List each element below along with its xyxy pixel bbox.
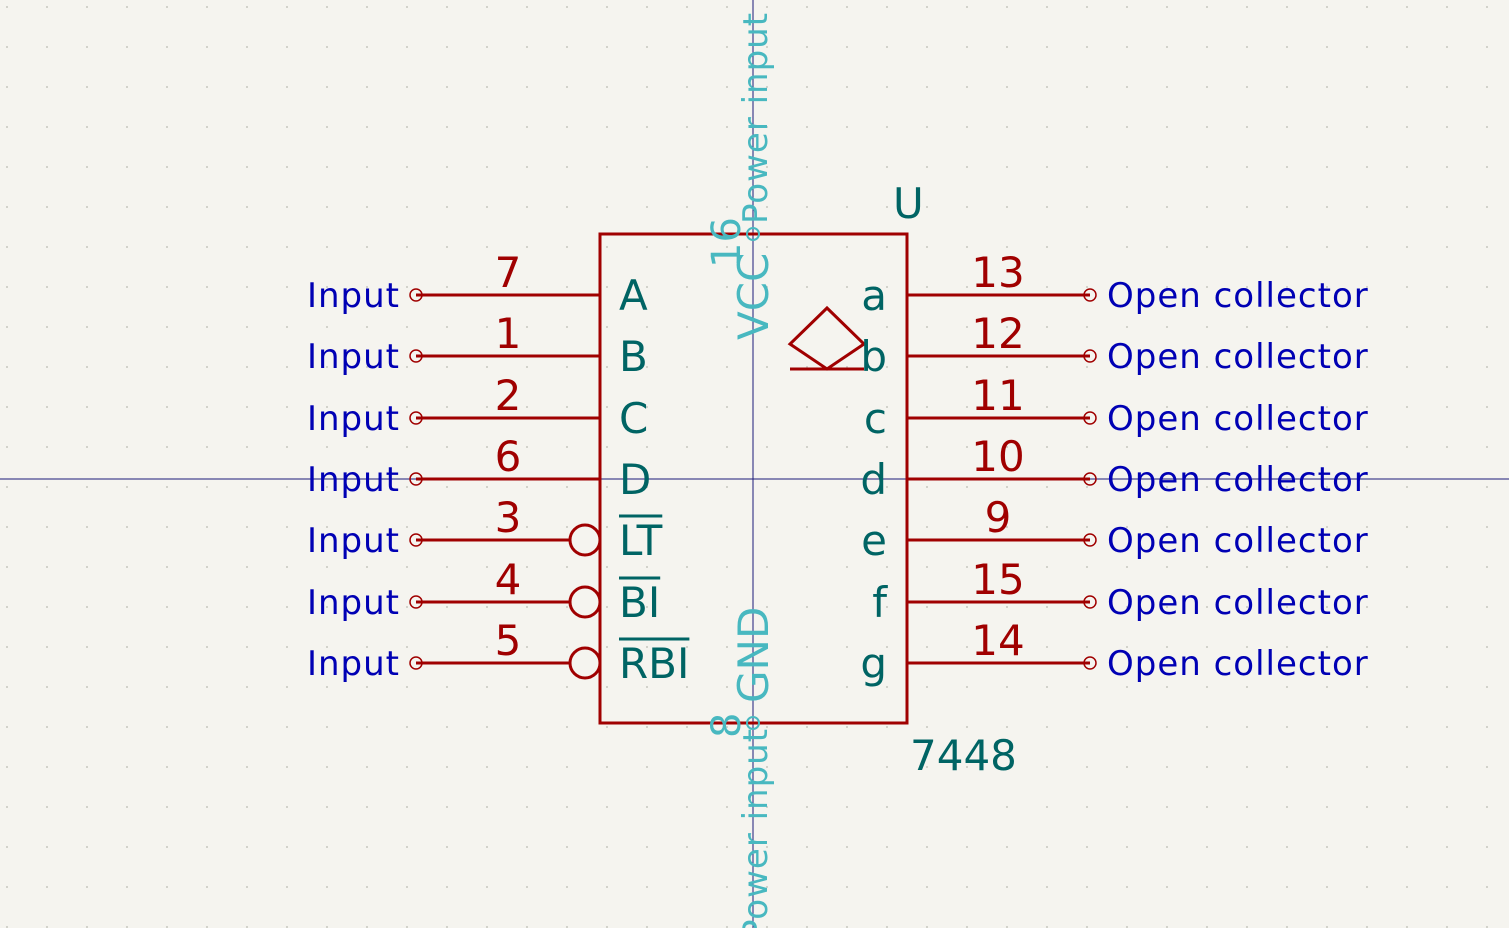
left-pin-group: 7 A Input 1 B Input 2 C Input 6 D Input 3 LT Input 4 BI I… [307,248,690,688]
pin-number: 9 [985,493,1012,542]
power-pin-top-name: VCC [729,253,778,340]
power-pin-bottom[interactable]: GND 8 Power input [704,607,778,928]
pin-number: 4 [495,555,522,604]
pin-lt[interactable]: 3 LT Input [307,493,663,565]
pin-name: f [872,578,888,627]
pin-b[interactable]: 1 B Input [307,309,648,381]
pin-connection-point[interactable] [409,472,423,486]
pin-name: A [619,271,648,320]
pin-connection-point[interactable] [1083,288,1097,302]
power-pin-top-number: 16 [704,217,750,268]
pin-electrical-type: Input [307,337,400,377]
pin-name: LT [619,516,663,565]
pin-b[interactable]: 12 b Open collector [860,309,1368,381]
pin-name: g [860,639,887,688]
component-reference[interactable]: U [893,179,924,228]
pin-name: a [861,271,887,320]
pin-number: 10 [971,432,1024,481]
pin-name: B [619,332,648,381]
power-pin-top[interactable]: VCC 16 Power input [704,12,778,340]
pin-a[interactable]: 7 A Input [307,248,648,320]
pin-number: 13 [971,248,1024,297]
pin-number: 7 [495,248,522,297]
pin-number: 2 [495,371,522,420]
pin-electrical-type: Input [307,276,400,316]
pin-electrical-type: Input [307,460,400,500]
pin-name: d [860,455,887,504]
pin-name: D [619,455,651,504]
pin-name: c [864,394,887,443]
pin-number: 15 [971,555,1024,604]
pin-g[interactable]: 14 g Open collector [860,616,1368,688]
inversion-bubble-icon [568,523,602,557]
pin-name: C [619,394,648,443]
pin-d[interactable]: 6 D Input [307,432,651,504]
power-pin-bottom-name: GND [729,607,778,703]
pin-connection-point[interactable] [1083,472,1097,486]
pin-connection-point[interactable] [409,288,423,302]
pin-electrical-type: Open collector [1107,276,1369,316]
pin-connection-point[interactable] [409,656,423,670]
pin-connection-point[interactable] [409,533,423,547]
pin-d[interactable]: 10 d Open collector [860,432,1368,504]
open-collector-icon [787,305,867,371]
pin-a[interactable]: 13 a Open collector [861,248,1368,320]
pin-connection-point[interactable] [409,349,423,363]
pin-number: 14 [971,616,1024,665]
component-value[interactable]: 7448 [910,731,1017,780]
pin-connection-point[interactable] [1083,533,1097,547]
pin-c[interactable]: 2 C Input [307,371,648,443]
pin-electrical-type: Input [307,399,400,439]
pin-name: BI [619,578,660,627]
pin-name: e [861,516,887,565]
pin-electrical-type: Open collector [1107,521,1369,561]
pin-electrical-type: Open collector [1107,399,1369,439]
pin-electrical-type: Open collector [1107,460,1369,500]
pin-connection-point[interactable] [746,227,760,241]
inversion-bubble-icon [568,646,602,680]
power-pin-bottom-number: 8 [704,713,750,738]
pin-electrical-type: Open collector [1107,644,1369,684]
pin-number: 3 [495,493,522,542]
pin-electrical-type: Input [307,583,400,623]
pin-bi[interactable]: 4 BI Input [307,555,661,627]
pin-electrical-type: Input [307,644,400,684]
pin-number: 11 [971,371,1024,420]
pin-number: 5 [495,616,522,665]
pin-rbi[interactable]: 5 RBI Input [307,616,690,688]
pin-connection-point[interactable] [1083,595,1097,609]
power-pin-bottom-type: Power input [736,728,776,928]
pin-connection-point[interactable] [1083,411,1097,425]
pin-name: b [860,332,887,381]
pin-electrical-type: Open collector [1107,583,1369,623]
pin-number: 12 [971,309,1024,358]
power-pin-top-type: Power input [736,12,776,224]
inversion-bubble-icon [568,585,602,619]
pin-c[interactable]: 11 c Open collector [864,371,1369,443]
pin-connection-point[interactable] [409,595,423,609]
pin-f[interactable]: 15 f Open collector [872,555,1369,627]
pin-connection-point[interactable] [1083,656,1097,670]
pin-connection-point[interactable] [409,411,423,425]
pin-electrical-type: Input [307,521,400,561]
pin-e[interactable]: 9 e Open collector [861,493,1369,565]
pin-number: 1 [495,309,522,358]
pin-connection-point[interactable] [1083,349,1097,363]
pin-electrical-type: Open collector [1107,337,1369,377]
pin-name: RBI [619,639,689,688]
pin-number: 6 [495,432,522,481]
pin-connection-point[interactable] [746,716,760,730]
